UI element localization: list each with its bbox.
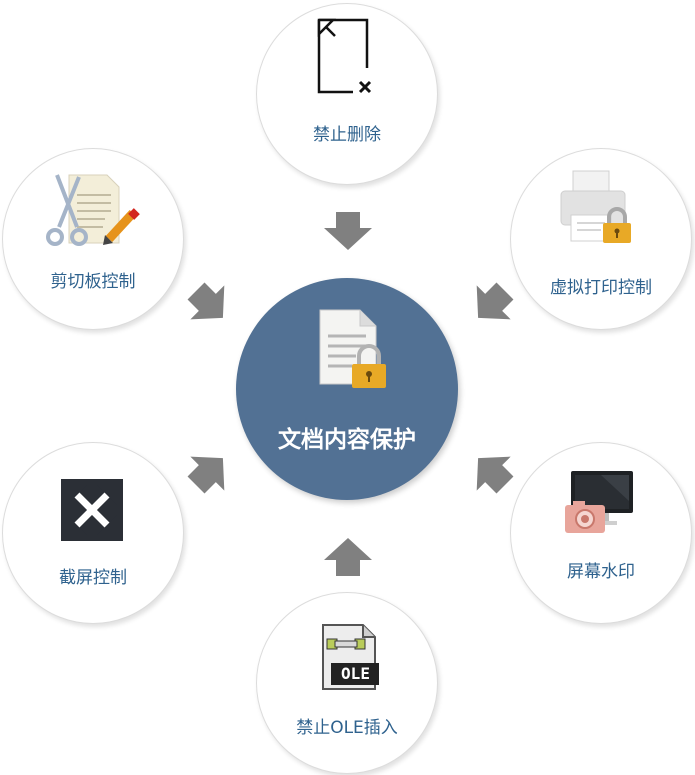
arrow-up-left-icon bbox=[476, 456, 514, 494]
monitor-camera-icon bbox=[565, 471, 633, 533]
node-label: 虚拟打印控制 bbox=[550, 278, 652, 298]
arrow-down-icon bbox=[324, 212, 372, 250]
node-virtual-print-control: 虚拟打印控制 bbox=[510, 148, 692, 330]
node-label: 屏幕水印 bbox=[567, 562, 635, 582]
node-label: 截屏控制 bbox=[59, 568, 127, 588]
arrow-up-icon bbox=[324, 538, 372, 576]
expand-arrows-icon bbox=[61, 479, 123, 541]
center-circle: 文档内容保护 bbox=[236, 278, 458, 500]
arrow-down-left-icon bbox=[476, 282, 514, 320]
locked-printer-icon bbox=[560, 170, 631, 243]
node-label: 禁止OLE插入 bbox=[296, 718, 398, 738]
node-label: 剪切板控制 bbox=[50, 272, 136, 292]
ole-badge: OLE bbox=[341, 664, 370, 683]
node-label: 禁止删除 bbox=[313, 125, 381, 145]
node-no-ole-insert: OLE 禁止OLE插入 bbox=[256, 592, 438, 774]
center-title: 文档内容保护 bbox=[278, 427, 416, 453]
blank-document-x-icon bbox=[317, 18, 372, 94]
arrow-up-right-icon bbox=[187, 456, 225, 494]
node-screen-watermark: 屏幕水印 bbox=[510, 442, 692, 624]
ole-document-icon bbox=[322, 624, 379, 690]
scissors-document-pencil-icon bbox=[46, 174, 140, 246]
node-screenshot-control: 截屏控制 bbox=[2, 442, 184, 624]
node-no-delete: 禁止删除 bbox=[256, 3, 438, 185]
locked-document-icon bbox=[319, 309, 386, 388]
node-clipboard-control: 剪切板控制 bbox=[2, 148, 184, 330]
arrow-down-right-icon bbox=[187, 282, 225, 320]
